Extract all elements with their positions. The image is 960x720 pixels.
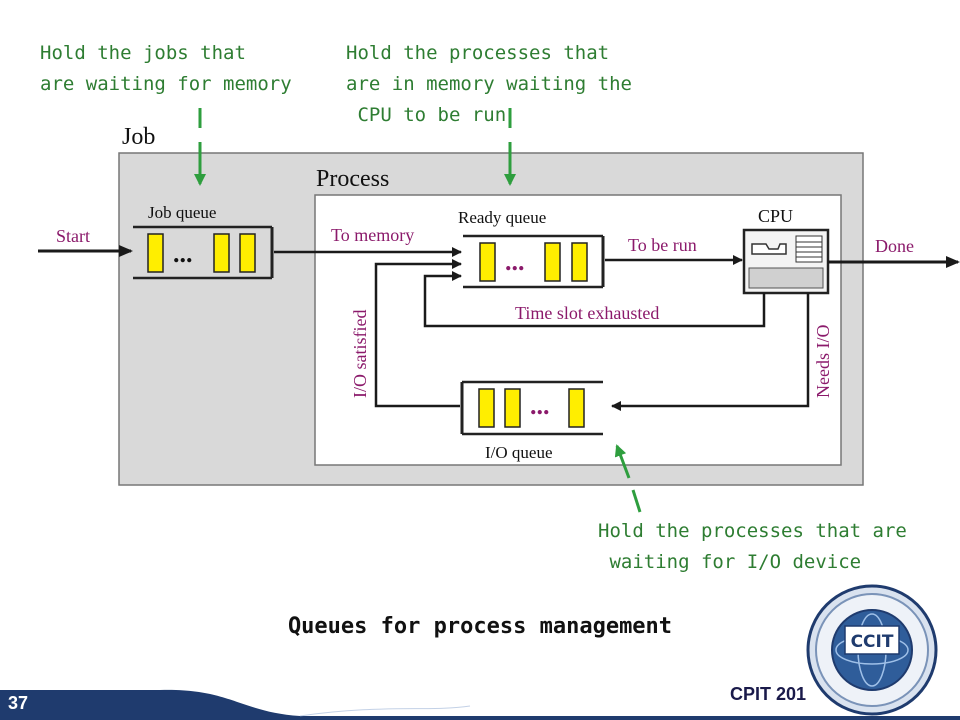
job-queue-label: Job queue <box>148 203 216 222</box>
io-queue-ellipsis: ... <box>530 391 550 420</box>
queue-cell <box>568 388 585 428</box>
jobs-waiting-annotation: Hold the jobs that are waiting for memor… <box>40 42 292 95</box>
university-seal-logo: CCIT <box>806 584 938 716</box>
queue-cell <box>504 388 521 428</box>
job-queue-ellipsis: ... <box>173 239 193 268</box>
queue-cell <box>239 233 256 273</box>
done-label: Done <box>875 236 914 256</box>
job-queue: ... <box>133 225 274 280</box>
time-slot-arrow <box>423 271 766 328</box>
ready-queue-label: Ready queue <box>458 208 546 227</box>
figure-caption: Queues for process management <box>287 614 673 639</box>
footer-bar <box>0 689 960 720</box>
cpu-icon <box>742 228 830 295</box>
queue-cell <box>479 242 496 282</box>
annotation-arrow-io <box>614 444 631 479</box>
job-label: Job <box>122 124 155 150</box>
queue-cell <box>571 242 588 282</box>
needs-io-label: Needs I/O <box>813 325 833 398</box>
ready-queue-ellipsis: ... <box>505 247 525 276</box>
io-queue: ... <box>460 380 603 436</box>
queue-cell <box>213 233 230 273</box>
to-be-run-label: To be run <box>628 235 697 255</box>
needs-io-arrow <box>611 293 810 411</box>
io-satisfied-arrow <box>374 259 462 408</box>
queue-cell <box>478 388 495 428</box>
logo-text: CCIT <box>851 632 894 652</box>
slide-number: 37 <box>8 693 29 713</box>
io-queue-label: I/O queue <box>485 443 553 462</box>
start-label: Start <box>56 226 90 246</box>
ready-queue: ... <box>463 234 605 289</box>
processes-io-annotation: Hold the processes that are waiting for … <box>598 520 907 573</box>
queue-cell <box>147 233 164 273</box>
to-memory-label: To memory <box>331 225 414 245</box>
processes-ready-annotation: Hold the processes that are in memory wa… <box>346 42 632 126</box>
io-satisfied-label: I/O satisfied <box>350 310 370 398</box>
time-slot-exhausted-label: Time slot exhausted <box>515 303 659 323</box>
cpu-label: CPU <box>758 206 793 226</box>
annotation-arrow-dash <box>631 489 642 513</box>
queue-cell <box>544 242 561 282</box>
course-code: CPIT 201 <box>730 684 807 704</box>
process-label: Process <box>316 166 389 192</box>
